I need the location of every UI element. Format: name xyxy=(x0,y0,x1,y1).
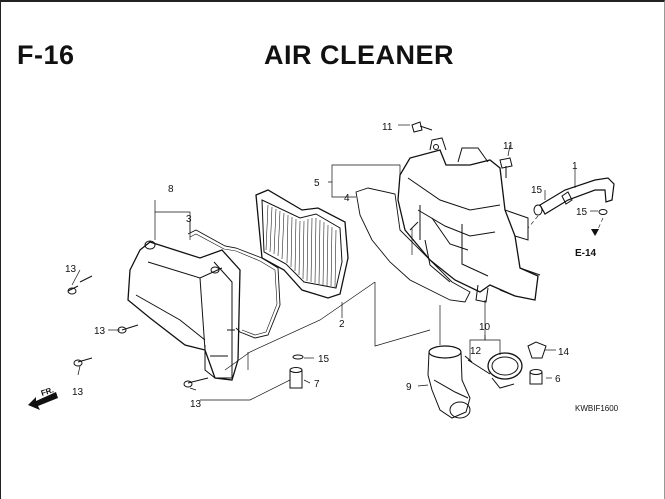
callout-label: 2 xyxy=(339,319,345,330)
breather-tube-part xyxy=(539,177,615,215)
callout-label: 3 xyxy=(186,214,192,225)
callout-label: 13 xyxy=(94,326,106,337)
callout-label: 13 xyxy=(65,264,77,275)
case-seal-part xyxy=(355,187,471,303)
reference-marker: E-14 xyxy=(575,248,597,259)
callout-label: 15 xyxy=(576,207,588,218)
callout-label: 12 xyxy=(470,346,482,357)
page-title: AIR CLEANER xyxy=(264,40,455,70)
callout-label: 11 xyxy=(382,122,393,133)
callout-label: 13 xyxy=(190,399,202,410)
callout-label: 15 xyxy=(531,185,543,196)
air-filter-element-part xyxy=(255,189,349,299)
callout-label: 8 xyxy=(168,184,174,195)
connecting-tube-part xyxy=(427,345,471,419)
callout-label: 11 xyxy=(503,141,514,152)
tube-band-part xyxy=(487,352,523,389)
callout-label: 13 xyxy=(72,387,84,398)
reference-arrow-icon xyxy=(591,229,599,236)
callout-label: 9 xyxy=(406,382,412,393)
air-cleaner-cover-part xyxy=(127,240,241,381)
screw-parts xyxy=(67,275,209,388)
callout-label: 10 xyxy=(479,322,491,333)
callout-label: 4 xyxy=(344,193,350,204)
air-cleaner-case-part xyxy=(397,137,541,303)
cover-gasket-part xyxy=(187,229,281,339)
callout-label: 7 xyxy=(314,379,320,390)
callout-label: 1 xyxy=(572,161,578,172)
front-direction-label: FR. xyxy=(40,385,55,398)
bolt-part xyxy=(411,121,513,178)
callout-label: 5 xyxy=(314,178,320,189)
diagram-code: KWBIF1600 xyxy=(575,404,619,413)
front-direction-arrow-icon xyxy=(28,392,58,410)
callout-label: 15 xyxy=(318,354,330,365)
callout-label: 14 xyxy=(558,347,570,358)
section-number: F-16 xyxy=(17,40,75,70)
callout-label: 6 xyxy=(555,374,561,385)
